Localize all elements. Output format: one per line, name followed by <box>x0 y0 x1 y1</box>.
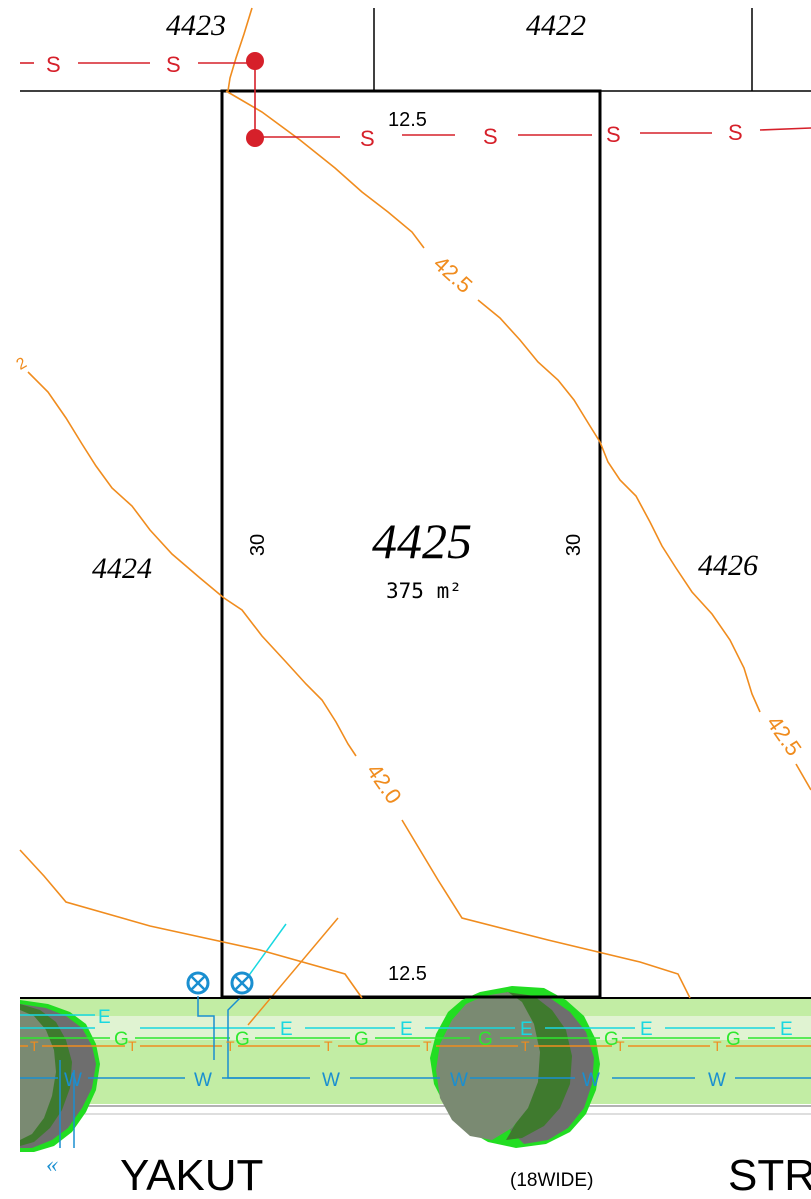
contour-label-lower: 42.0 <box>362 759 407 808</box>
dimension-right: 30 <box>563 534 585 556</box>
contour-label-upper: 42.5 <box>429 251 478 298</box>
lot-number-top-left: 4423 <box>166 9 226 42</box>
sewer-label: S <box>166 52 181 77</box>
telecom-label: T <box>128 1038 137 1054</box>
sewer-label: S <box>728 120 743 145</box>
electric-label: E <box>400 1019 413 1040</box>
telecom-label: T <box>226 1038 235 1054</box>
gas-label: G <box>354 1029 369 1050</box>
telecom-label: T <box>324 1038 333 1054</box>
telecom-label: T <box>423 1038 432 1054</box>
electric-label: E <box>280 1019 293 1040</box>
connection-valve-right <box>230 971 254 995</box>
telecom-label: T <box>30 1038 39 1054</box>
gas-label: G <box>726 1029 741 1050</box>
street-width-note: (18WIDE) <box>510 1170 593 1191</box>
gas-label: G <box>478 1029 493 1050</box>
connection-valve-left <box>186 971 210 995</box>
dimension-bottom: 12.5 <box>388 963 427 985</box>
lot-number-right: 4426 <box>698 549 758 582</box>
sewer-label: S <box>360 126 375 151</box>
sewer-label: S <box>46 52 61 77</box>
contour-42-0 <box>27 371 357 757</box>
telecom-label: T <box>521 1038 530 1054</box>
street-verge <box>20 997 811 1115</box>
sewer-manhole-upper <box>246 52 264 70</box>
gas-label: G <box>114 1029 129 1050</box>
lot-number-left: 4424 <box>92 552 152 585</box>
lot-area: 375 m² <box>386 579 462 603</box>
electric-label: E <box>780 1019 793 1040</box>
street-arrow: « <box>46 1152 58 1178</box>
gas-label: G <box>235 1029 250 1050</box>
water-label: W <box>582 1070 600 1091</box>
water-label: W <box>708 1070 726 1091</box>
lot-number-top-middle: 4422 <box>526 9 586 42</box>
sewer-label: S <box>606 122 621 147</box>
water-label: W <box>450 1070 468 1091</box>
contour-lines <box>19 7 811 999</box>
water-label: W <box>64 1070 82 1091</box>
street-name-right: STR <box>728 1151 811 1199</box>
street-name-left: YAKUT <box>120 1151 263 1199</box>
lot-boundaries <box>20 8 811 999</box>
electric-label: E <box>98 1007 111 1028</box>
sewer-manhole-lower <box>246 129 264 147</box>
electric-line <box>20 1014 775 1029</box>
contour-42-5-upper <box>225 90 425 249</box>
contour-42-5-right <box>795 763 811 791</box>
sewer-label: S <box>483 124 498 149</box>
electric-label: E <box>520 1019 533 1040</box>
dimension-left: 30 <box>247 534 269 556</box>
water-label: W <box>194 1070 212 1091</box>
water-label: W <box>322 1070 340 1091</box>
electric-label: E <box>640 1019 653 1040</box>
gas-label: G <box>604 1029 619 1050</box>
dimension-top: 12.5 <box>388 109 427 131</box>
telecom-label: T <box>713 1038 722 1054</box>
contour-label-right: 42.5 <box>762 711 807 760</box>
street-tree-middle <box>430 986 600 1148</box>
telecom-label: T <box>616 1038 625 1054</box>
contour-label-partial: 2 <box>14 354 30 373</box>
sewer-line <box>20 62 811 138</box>
lot-4425-boundary <box>220 89 602 999</box>
lot-number-subject: 4425 <box>372 513 472 569</box>
